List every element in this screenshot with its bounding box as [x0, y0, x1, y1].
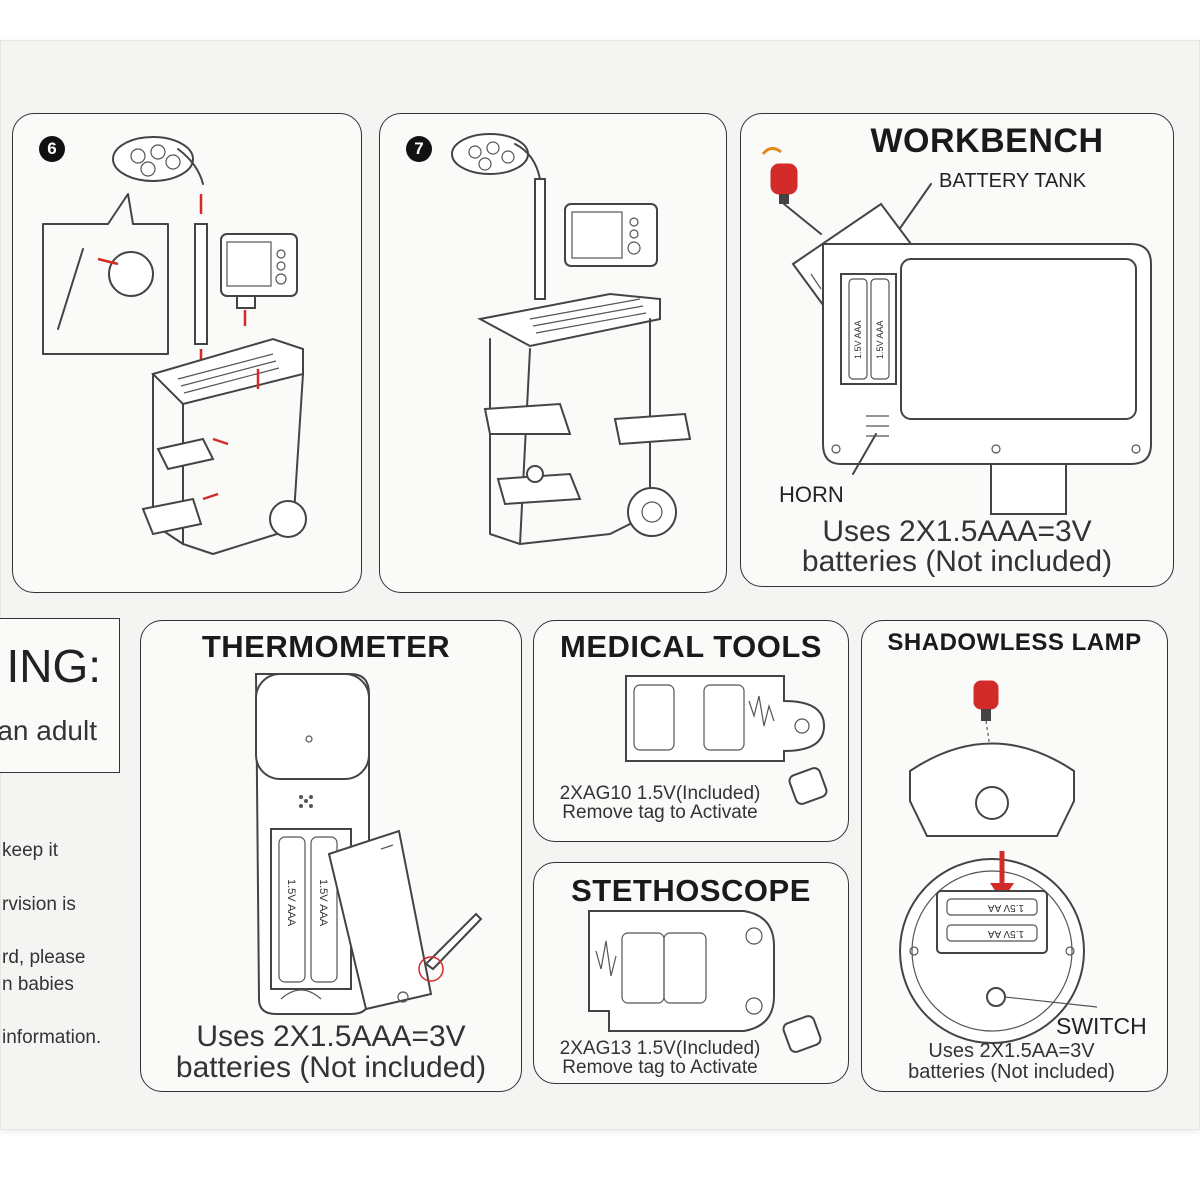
shadowless-lamp-panel: SHADOWLESS LAMP 1.5V AA 1.5V AA SWITCH U… [861, 620, 1168, 1092]
step-7-assembled-illustration [451, 133, 692, 545]
workbench-caption-line1: Uses 2X1.5AAA=3V [822, 515, 1092, 548]
warning-subheading: an adult [0, 715, 97, 746]
step-6-panel: 6 [12, 113, 362, 593]
warning-line-3: rd, please [2, 947, 86, 968]
workbench-panel: WORKBENCH BATTERY TANK 1.5V AAA 1.5V AAA… [740, 113, 1174, 587]
battery-label-left: 1.5V AAA [285, 879, 297, 927]
thermometer-caption-line1: Uses 2X1.5AAA=3V [196, 1020, 466, 1053]
warning-line-1: keep it [2, 840, 58, 861]
battery-label-top: 1.5V AA [988, 902, 1024, 913]
workbench-title: WORKBENCH [870, 122, 1104, 160]
shadowless-lamp-caption-line2: batteries (Not included) [908, 1061, 1115, 1083]
step-7-panel: 7 [379, 113, 727, 593]
thermometer-battery-illustration: 1.5V AAA 1.5V AAA [254, 673, 483, 1015]
switch-label: SWITCH [1056, 1013, 1147, 1039]
thermometer-caption-line2: batteries (Not included) [175, 1051, 487, 1084]
step-6-assembly-illustration [42, 136, 307, 555]
workbench-battery-illustration: 1.5V AAA 1.5V AAA [761, 147, 1152, 515]
battery-label-right: 1.5V AAA [875, 320, 885, 359]
battery-label-right: 1.5V AAA [317, 879, 329, 927]
warning-heading-box: ING: an adult [0, 618, 120, 773]
medical-tools-battery-illustration [625, 675, 828, 805]
shadowless-lamp-caption-line1: Uses 2X1.5AA=3V [928, 1040, 1095, 1062]
battery-tank-label: BATTERY TANK [939, 170, 1087, 192]
warning-line-5: information. [2, 1027, 102, 1048]
battery-label-left: 1.5V AAA [853, 320, 863, 359]
stethoscope-title: STETHOSCOPE [571, 873, 811, 908]
shadowless-lamp-title: SHADOWLESS LAMP [887, 629, 1142, 656]
stethoscope-battery-illustration [588, 910, 822, 1053]
horn-label: HORN [779, 482, 844, 507]
warning-line-2: rvision is [2, 894, 76, 915]
thermometer-title: THERMOMETER [201, 629, 451, 664]
shadowless-lamp-battery-illustration: 1.5V AA 1.5V AA [899, 680, 1098, 1044]
medical-tools-caption-line1: 2XAG10 1.5V(Included) [559, 783, 761, 804]
stethoscope-panel: STETHOSCOPE 2XAG13 1.5V(Included) Remove… [533, 862, 849, 1084]
warning-heading: ING: [6, 640, 101, 692]
warning-line-4: n babies [2, 974, 74, 995]
medical-tools-title: MEDICAL TOOLS [560, 629, 822, 664]
stethoscope-caption-line1: 2XAG13 1.5V(Included) [559, 1038, 761, 1059]
step-number-badge: 6 [39, 136, 65, 162]
medical-tools-panel: MEDICAL TOOLS 2XAG10 1.5V(Included) Remo… [533, 620, 849, 842]
step-number-badge: 7 [406, 136, 432, 162]
battery-label-bottom: 1.5V AA [988, 928, 1024, 939]
thermometer-panel: THERMOMETER 1.5V AAA 1.5V AAA Uses 2X1.5… [140, 620, 522, 1092]
workbench-caption-line2: batteries (Not included) [801, 545, 1113, 578]
medical-tools-caption-line2: Remove tag to Activate [562, 802, 758, 823]
stethoscope-caption-line2: Remove tag to Activate [562, 1057, 758, 1078]
